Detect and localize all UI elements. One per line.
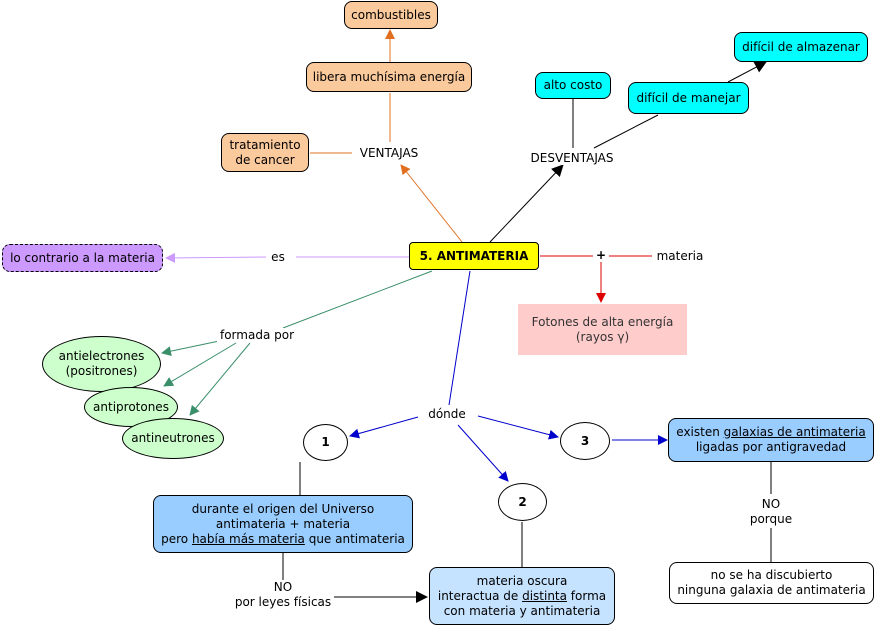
link-label-porque: porque — [746, 512, 796, 526]
underlined-text: distinta — [522, 588, 567, 603]
concept-label: durante el origen del Universo — [191, 501, 375, 516]
concept-antielectrones: antielectrones (positrones) — [42, 336, 161, 392]
concept-label: materia oscura — [476, 573, 568, 588]
concept-alto-costo: alto costo — [535, 72, 611, 99]
concept-label: combustibles — [351, 7, 431, 22]
text-fragment: forma — [566, 588, 607, 603]
concept-label: ninguna galaxia de antimateria — [677, 583, 866, 597]
underlined-text: había más materia — [191, 531, 305, 546]
text-fragment: interactua de — [437, 588, 523, 603]
concept-label: libera muchísima energía — [312, 69, 466, 84]
concept-no-descubierto: no se ha discubierto ninguna galaxia de … — [669, 562, 874, 604]
concept-origen-universo: durante el origen del Universo antimater… — [153, 495, 413, 553]
concept-label-line: interactua de distinta forma — [438, 589, 606, 604]
concept-label-line: existen galaxias de antimateria — [676, 425, 865, 440]
link-formada-antiprotones — [163, 342, 237, 387]
link-label-donde: dónde — [425, 407, 469, 421]
concept-label: antielectrones — [58, 349, 145, 363]
concept-antineutrones: antineutrones — [122, 418, 224, 459]
link-label-no-2: NO — [270, 580, 296, 594]
concept-label: Fotones de alta energía — [531, 314, 674, 329]
concept-label: ligadas por antigravedad — [695, 440, 847, 454]
text-fragment: pero — [161, 531, 192, 546]
concept-label: con materia y antimateria — [443, 603, 601, 618]
concept-contrario-materia: lo contrario a la materia — [2, 244, 163, 272]
link-label-no-1: NO — [758, 497, 784, 511]
concept-label: de cancer — [235, 152, 295, 167]
concept-label: tratamiento — [229, 137, 301, 152]
link-manejar-almacenar — [727, 61, 767, 83]
concept-label: antimateria + materia — [215, 516, 351, 531]
concept-label: 2 — [518, 494, 527, 509]
link-donde-2 — [457, 424, 509, 482]
link-label-materia: materia — [653, 249, 707, 263]
concept-antimateria-main: 5. ANTIMATERIA — [409, 242, 539, 270]
text-fragment: que antimateria — [304, 531, 405, 546]
text-fragment: existen — [676, 425, 724, 439]
concept-label: antiprotones — [93, 399, 169, 414]
concept-galaxias-antimateria: existen galaxias de antimateria ligadas … — [668, 418, 874, 462]
link-label-formada-por: formada por — [216, 328, 298, 342]
concept-label: antineutrones — [131, 431, 215, 445]
link-main-ventajas — [400, 164, 463, 243]
concept-label: no se ha discubierto — [710, 568, 833, 582]
concept-materia-oscura: materia oscura interactua de distinta fo… — [429, 567, 615, 625]
concept-label: difícil de almazenar — [742, 39, 860, 54]
link-donde-3 — [477, 415, 559, 440]
concept-fotones: Fotones de alta energía (rayos γ) — [518, 304, 687, 355]
link-formada-antielectrones — [161, 339, 225, 357]
link-main-donde — [448, 270, 471, 406]
concept-dificil-manejar: difícil de manejar — [628, 82, 749, 114]
concept-number-1: 1 — [303, 424, 348, 461]
link-label-es: es — [268, 250, 288, 264]
concept-label: difícil de manejar — [636, 90, 741, 105]
link-main-desventajas — [489, 164, 564, 243]
concept-number-3: 3 — [560, 422, 610, 460]
concept-combustibles: combustibles — [344, 1, 438, 29]
link-label-desventajas: DESVENTAJAS — [527, 151, 617, 165]
concept-label: alto costo — [543, 78, 603, 92]
link-es-contrario — [165, 252, 267, 263]
concept-label: 3 — [580, 433, 590, 448]
link-main-formada — [282, 270, 433, 329]
underlined-text: galaxias de antimateria — [723, 425, 866, 439]
concept-label: (positrones) — [65, 364, 138, 378]
concept-dificil-almacenar: difícil de almazenar — [734, 32, 868, 62]
link-label-por-leyes: por leyes físicas — [231, 595, 335, 609]
link-label-plus: + — [592, 248, 610, 262]
link-label-ventajas: VENTAJAS — [356, 146, 422, 160]
link-desventajas-manejar — [593, 114, 659, 149]
link-donde-1 — [349, 416, 419, 439]
concept-label-line: pero había más materia que antimateria — [161, 532, 405, 547]
concept-label: 1 — [321, 435, 330, 449]
concept-number-2: 2 — [498, 483, 547, 521]
concept-label: lo contrario a la materia — [10, 250, 155, 265]
concept-label: 5. ANTIMATERIA — [419, 248, 529, 263]
concept-libera-energia: libera muchísima energía — [306, 62, 472, 92]
link-formada-antineutrones — [189, 342, 251, 416]
concept-label: (rayos γ) — [575, 329, 630, 344]
concept-tratamiento-cancer: tratamiento de cancer — [221, 133, 309, 172]
